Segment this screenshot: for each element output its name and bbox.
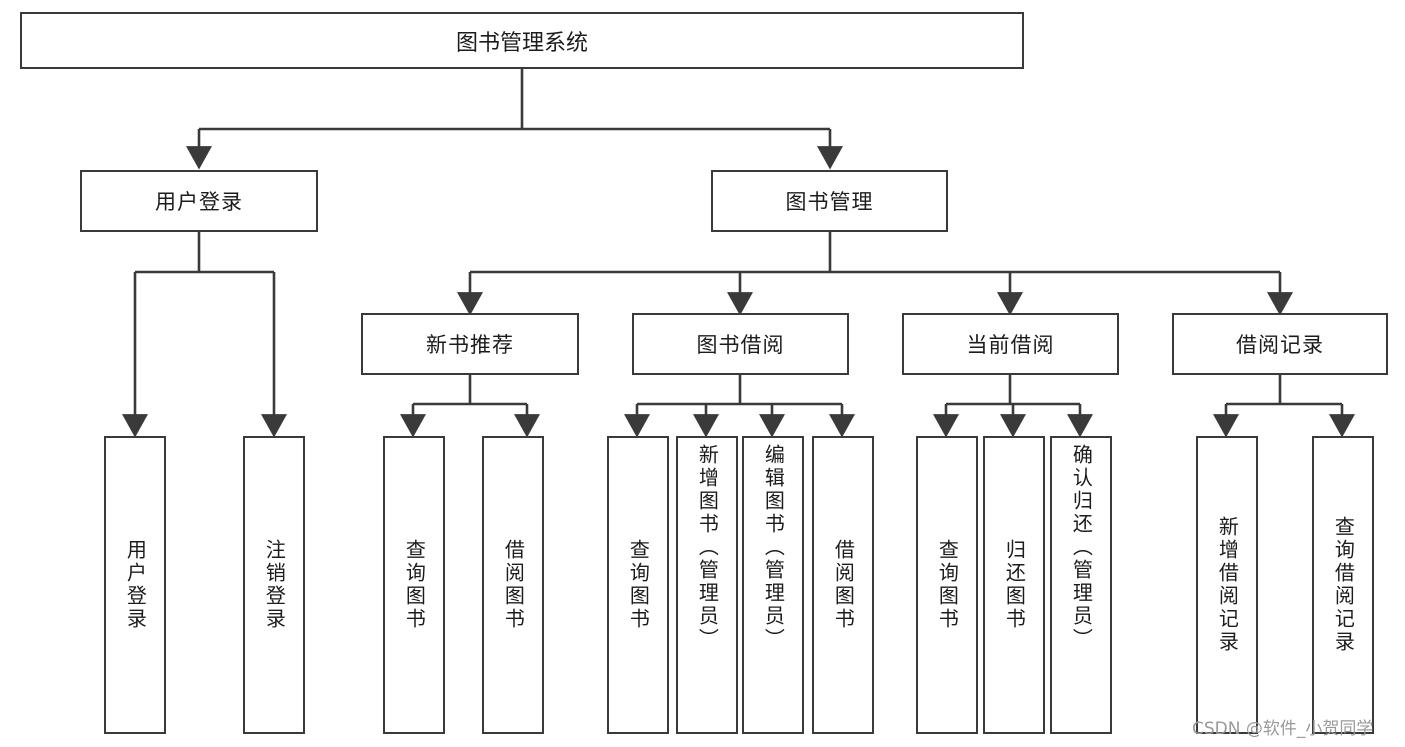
node-leaf-user-login[interactable]: 用户登录: [104, 436, 166, 734]
node-leaf-edit-book[interactable]: 编辑图书（管理员）: [742, 436, 804, 734]
node-label: 查询图书: [626, 539, 651, 631]
leaf-text-wrap: 借阅图书: [484, 438, 542, 732]
node-leaf-query-book-3[interactable]: 查询图书: [916, 436, 978, 734]
node-leaf-borrow-book-2[interactable]: 借阅图书: [812, 436, 874, 734]
node-leaf-add-book[interactable]: 新增图书（管理员）: [676, 436, 738, 734]
csdn-watermark: CSDN @软件_小贺同学: [1192, 719, 1374, 739]
node-label: 图书管理: [785, 190, 874, 214]
node-label: 查询图书: [402, 539, 427, 631]
node-label: 注销登录: [262, 539, 287, 631]
node-leaf-query-book-2[interactable]: 查询图书: [607, 436, 669, 734]
node-current-borrow[interactable]: 当前借阅: [902, 313, 1119, 375]
node-label: 新书推荐: [426, 333, 514, 357]
leaf-text-wrap: 新增借阅记录: [1198, 438, 1256, 732]
node-root-system[interactable]: 图书管理系统: [20, 12, 1024, 69]
leaf-text-wrap: 查询图书: [385, 438, 443, 732]
node-label: 编辑图书（管理员）: [761, 444, 786, 651]
node-label: 查询借阅记录: [1331, 516, 1356, 654]
node-label: 借阅图书: [831, 539, 856, 631]
node-user-login[interactable]: 用户登录: [80, 170, 318, 232]
node-leaf-confirm-return[interactable]: 确认归还（管理员）: [1050, 436, 1112, 734]
node-new-book-recommend[interactable]: 新书推荐: [361, 313, 579, 375]
node-label: 确认归还（管理员）: [1069, 444, 1094, 651]
leaf-text-wrap: 查询图书: [918, 438, 976, 732]
leaf-text-wrap: 确认归还（管理员）: [1052, 438, 1110, 738]
node-leaf-user-logout[interactable]: 注销登录: [243, 436, 305, 734]
node-borrow-record[interactable]: 借阅记录: [1172, 313, 1388, 375]
node-book-manage[interactable]: 图书管理: [711, 170, 948, 232]
node-label: 新增借阅记录: [1215, 516, 1240, 654]
leaf-text-wrap: 查询借阅记录: [1314, 438, 1372, 732]
node-label: 新增图书（管理员）: [695, 444, 720, 651]
node-leaf-query-record[interactable]: 查询借阅记录: [1312, 436, 1374, 734]
node-leaf-query-book-1[interactable]: 查询图书: [383, 436, 445, 734]
node-label: 图书管理系统: [455, 30, 588, 56]
leaf-text-wrap: 用户登录: [106, 438, 164, 732]
node-label: 用户登录: [123, 539, 148, 631]
leaf-text-wrap: 查询图书: [609, 438, 667, 732]
leaf-text-wrap: 注销登录: [245, 438, 303, 732]
node-label: 归还图书: [1002, 539, 1027, 631]
leaf-text-wrap: 新增图书（管理员）: [678, 438, 736, 738]
node-leaf-add-record[interactable]: 新增借阅记录: [1196, 436, 1258, 734]
node-label: 查询图书: [935, 539, 960, 631]
node-leaf-borrow-book-1[interactable]: 借阅图书: [482, 436, 544, 734]
node-leaf-return-book[interactable]: 归还图书: [983, 436, 1045, 734]
node-label: 图书借阅: [696, 333, 785, 357]
node-label: 用户登录: [155, 190, 243, 214]
node-book-borrow[interactable]: 图书借阅: [632, 313, 849, 375]
leaf-text-wrap: 归还图书: [985, 438, 1043, 732]
leaf-text-wrap: 编辑图书（管理员）: [744, 438, 802, 738]
node-label: 当前借阅: [966, 333, 1055, 357]
node-label: 借阅记录: [1236, 333, 1324, 357]
node-label: 借阅图书: [501, 539, 526, 631]
leaf-text-wrap: 借阅图书: [814, 438, 872, 732]
